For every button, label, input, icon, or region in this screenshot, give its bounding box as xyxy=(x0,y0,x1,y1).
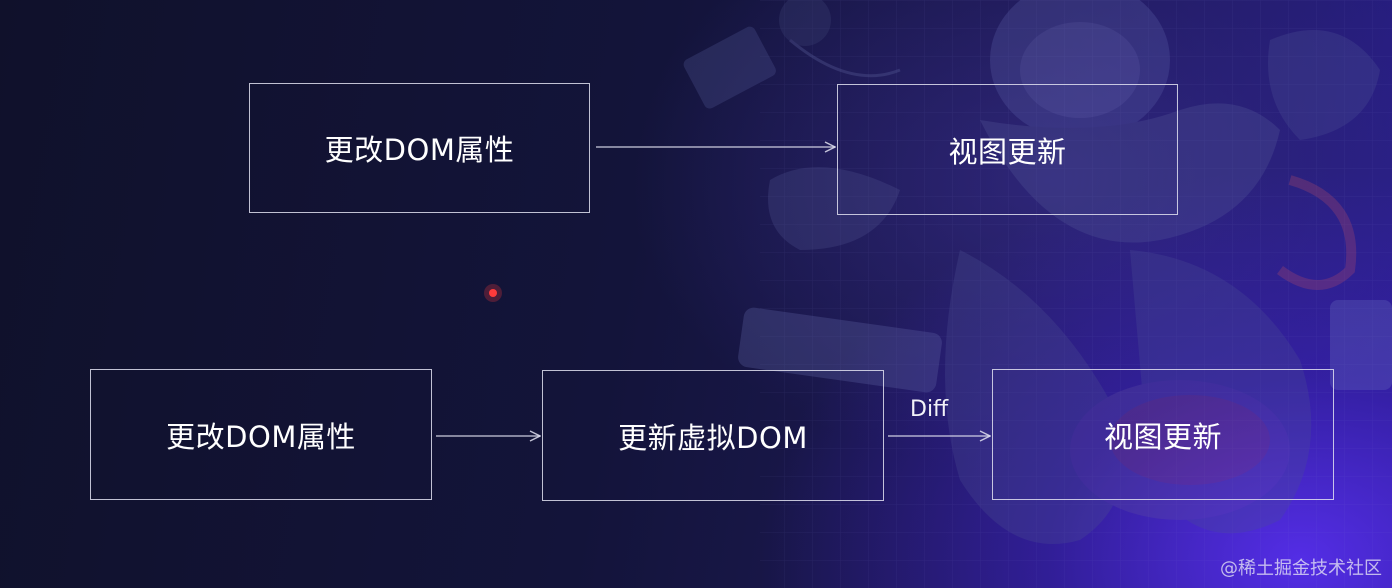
flow1-change-dom-box: 更改DOM属性 xyxy=(249,83,590,213)
flow1-change-dom-label: 更改DOM属性 xyxy=(324,133,515,167)
flow1-view-update-label: 视图更新 xyxy=(948,134,1067,169)
flow1-view-update-box: 视图更新 xyxy=(837,84,1178,215)
watermark: @稀土掘金技术社区 xyxy=(1220,558,1382,579)
flow2-change-dom-box: 更改DOM属性 xyxy=(90,369,432,500)
flow2-view-update-box: 视图更新 xyxy=(992,369,1334,500)
flow2-update-vdom-label: 更新虚拟DOM xyxy=(618,420,808,455)
flow2-change-dom-label: 更改DOM属性 xyxy=(166,419,356,454)
flow2-view-update-label: 视图更新 xyxy=(1103,419,1222,454)
flow2-update-vdom-box: 更新虚拟DOM xyxy=(542,370,884,501)
cursor-dot xyxy=(489,289,497,297)
diff-edge-label: Diff xyxy=(910,397,949,422)
